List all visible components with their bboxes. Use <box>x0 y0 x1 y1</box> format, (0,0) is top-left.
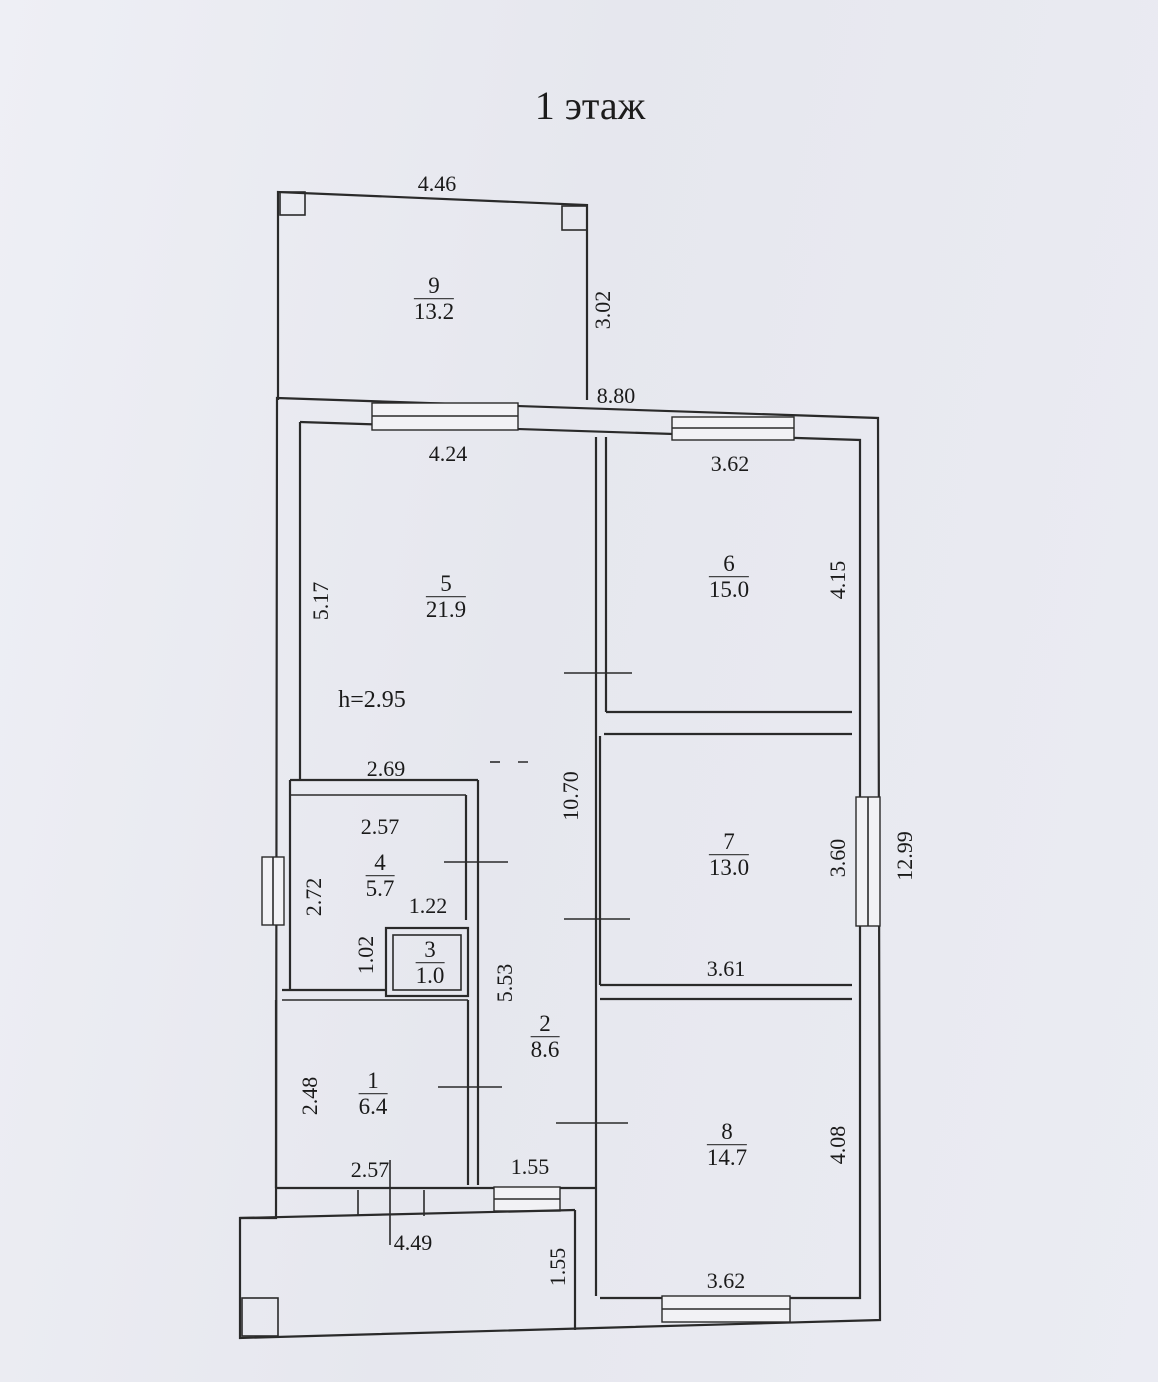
dim-label: 10.70 <box>558 771 583 821</box>
dim-label: 3.60 <box>825 838 850 878</box>
dim-label: 2.57 <box>360 814 400 839</box>
room-label-3: 3 1.0 <box>415 937 445 989</box>
terrace-wall <box>276 190 589 400</box>
dim-label: 3.61 <box>706 956 746 981</box>
dim-label: 4.08 <box>825 1125 850 1165</box>
room-label-5: 5 21.9 <box>425 571 467 623</box>
room-label-8: 8 14.7 <box>706 1119 748 1171</box>
dim-label: 5.17 <box>308 581 333 621</box>
porch-post <box>241 1297 279 1337</box>
room-area: 15.0 <box>708 577 750 603</box>
floor-title: 1 этаж <box>534 83 646 128</box>
dim-label: 3.02 <box>590 290 615 330</box>
room-area: 13.2 <box>413 299 455 325</box>
room-number: 1 <box>358 1068 388 1095</box>
dim-label: 3.62 <box>706 1268 746 1293</box>
dim-label: 1.02 <box>353 935 378 975</box>
dim-label: 2.72 <box>301 877 326 917</box>
terrace-post-right <box>561 205 588 231</box>
dim-label: 2.57 <box>350 1157 390 1182</box>
porch-top <box>239 1208 576 1220</box>
dim-label: 8.80 <box>596 383 636 408</box>
room3-inner <box>392 934 462 991</box>
dim-label: 4.49 <box>393 1230 433 1255</box>
dim-label: 1.22 <box>408 893 448 918</box>
dim-label: 4.46 <box>417 171 457 196</box>
room-label-1: 1 6.4 <box>358 1068 388 1120</box>
room-number: 8 <box>706 1119 748 1146</box>
dim-label: 5.53 <box>492 963 517 1003</box>
room-number: 3 <box>415 937 445 964</box>
room3-outer <box>384 926 470 998</box>
dim-label: 2.48 <box>297 1076 322 1116</box>
room-area: 1.0 <box>415 963 445 989</box>
room-area: 8.6 <box>530 1037 560 1063</box>
room-area: 13.0 <box>708 855 750 881</box>
dim-label: 4.24 <box>428 441 468 466</box>
dim-label: 12.99 <box>892 831 917 881</box>
dim-label: 3.62 <box>710 451 750 476</box>
terrace-post-left <box>279 191 306 216</box>
ceiling-height: h=2.95 <box>338 687 406 713</box>
room-number: 9 <box>413 273 455 300</box>
dim-label: 1.55 <box>510 1154 550 1179</box>
room-area: 14.7 <box>706 1145 748 1171</box>
room-label-7: 7 13.0 <box>708 829 750 881</box>
room-label-9: 9 13.2 <box>413 273 455 325</box>
room-number: 4 <box>365 850 395 877</box>
room-label-4: 4 5.7 <box>365 850 395 902</box>
room-label-2: 2 8.6 <box>530 1011 560 1063</box>
dim-label: 2.69 <box>366 756 406 781</box>
room-area: 21.9 <box>425 597 467 623</box>
room-area: 5.7 <box>365 876 395 902</box>
room-area: 6.4 <box>358 1094 388 1120</box>
room-number: 5 <box>425 571 467 598</box>
room-number: 2 <box>530 1011 560 1038</box>
room-label-6: 6 15.0 <box>708 551 750 603</box>
dim-label: 4.15 <box>825 560 850 600</box>
room-number: 7 <box>708 829 750 856</box>
room-number: 6 <box>708 551 750 578</box>
dim-label: 1.55 <box>545 1247 570 1287</box>
